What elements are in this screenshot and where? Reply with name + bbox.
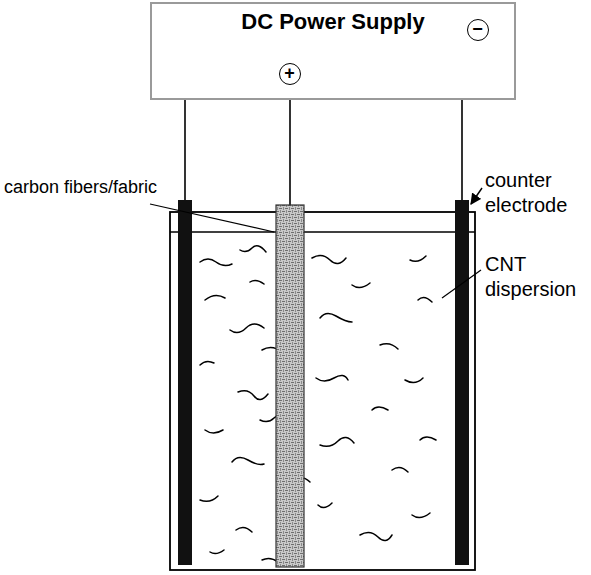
liquid-level (170, 231, 475, 233)
beaker (170, 212, 475, 570)
part-label: CNT dispersion (485, 252, 585, 302)
terminal-symbol: + (279, 63, 301, 85)
leader-arrow (471, 188, 482, 204)
cnt-squiggles (200, 246, 436, 562)
terminal-symbol: − (467, 19, 489, 41)
box-title: DC Power Supply (152, 4, 514, 35)
carbon-fabric-electrode (276, 205, 304, 567)
terminal-sign: + (284, 64, 295, 82)
counter-electrode-left (178, 200, 192, 565)
power-supply-box: DC Power Supply + − (150, 2, 516, 100)
leader-line (150, 204, 274, 232)
part-label: counter electrode (485, 168, 585, 218)
counter-electrode-right (455, 200, 469, 565)
terminal-sign: − (472, 20, 483, 38)
part-label: carbon fibers/fabric (4, 176, 157, 199)
leader-line (442, 270, 481, 298)
